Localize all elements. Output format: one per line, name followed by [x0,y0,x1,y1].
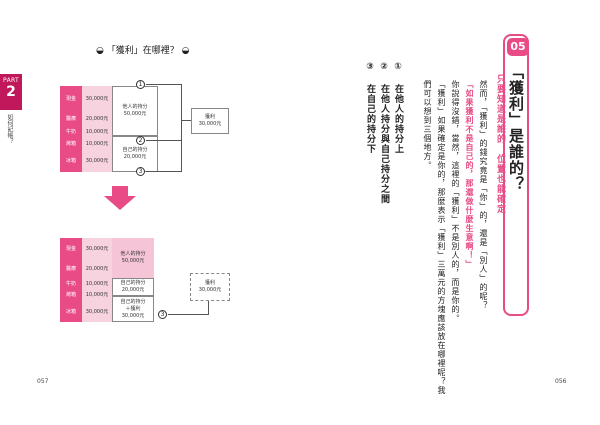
connector-line [181,120,191,121]
asset-value: 30,000元 [82,300,112,322]
question-3: ③ 在自己的持分下 [365,62,375,154]
arrow-stem [112,186,128,196]
marker-3: 3 [136,167,145,176]
body-highlight: 「如果獲利不是自己的，那還做什麼生意啊！」 [465,80,474,269]
others-share-box: 他人的持分 50,000元 [112,86,158,136]
chapter-subtitle: 只要知道是誰的，位置也能確定 [495,74,505,214]
asset-value: 30,000元 [82,86,112,110]
chapter-badge [503,34,529,316]
part-label: PART [3,77,19,84]
asset-value: 10,000元 [82,137,112,149]
chapter-number: 05 [507,38,529,56]
others-share-box: 他人的持分 50,000元 [112,238,154,278]
question-2: ② 在他人持分與自己持分之間 [379,62,389,204]
asset-key: 現金 [60,86,82,110]
question-1: ① 在他人的持分上 [393,62,403,154]
asset-key: 牛奶 [60,278,82,289]
part-tab: PART 2 [0,74,22,110]
coin-icon: ◒ [96,46,107,56]
asset-value: 30,000元 [82,238,112,258]
asset-key: 醫療 [60,258,82,278]
diagram-title: ◒ 「獲利」在哪裡？ ◒ [96,46,190,56]
self-share-box: 自己的持分 20,000元 [112,136,158,172]
self-share-box: 自己的持分 20,000元 [112,278,154,296]
asset-key: 現金 [60,238,82,258]
part-subtitle: 如何記帳？ [6,114,13,144]
connector-line [146,171,181,172]
part-number: 2 [6,84,16,100]
body-line: 然而，「獲利」的錢究竟是「你」的，還是「別人」的呢？ [479,80,488,310]
asset-key: 醫療 [60,110,82,126]
connector-line [181,84,182,172]
body-line: 你說得沒錯，當然，這裡的「獲利」不是別人的，而是你的。 [451,80,460,323]
asset-value: 10,000元 [82,126,112,137]
connector-line [208,300,209,315]
page-number-right: 056 [555,378,567,385]
chapter-title: 「獲利」是誰的？ [507,64,525,192]
asset-value: 20,000元 [82,110,112,126]
asset-key: 冰箱 [60,300,82,322]
profit-box: 獲利 30,000元 [191,108,229,134]
asset-value: 30,000元 [82,149,112,172]
body-line: 們可以想到三個地方。 [423,80,432,170]
asset-key: 冰箱 [60,149,82,172]
coin-icon: ◒ [178,46,190,56]
marker-2: 2 [136,136,145,145]
self-share-plus-profit-box: 自己的持分 ＋獲利 30,000元 [112,296,154,322]
body-line: 「獲利」如果確定是你的，那麼表示「獲利」三萬元的方塊應該放在哪裡呢？我 [437,80,446,395]
asset-key: 烤箱 [60,137,82,149]
asset-key: 烤箱 [60,289,82,300]
connector-line [168,314,208,315]
asset-value: 10,000元 [82,289,112,300]
marker-3: 3 [158,310,167,319]
asset-key: 牛奶 [60,126,82,137]
asset-value: 20,000元 [82,258,112,278]
connector-line [146,140,181,141]
down-arrow-icon [104,196,136,210]
marker-1: 1 [136,80,145,89]
profit-box: 獲利 30,000元 [190,273,230,301]
page-number-left: 057 [37,378,49,385]
asset-value: 10,000元 [82,278,112,289]
connector-line [146,84,181,85]
